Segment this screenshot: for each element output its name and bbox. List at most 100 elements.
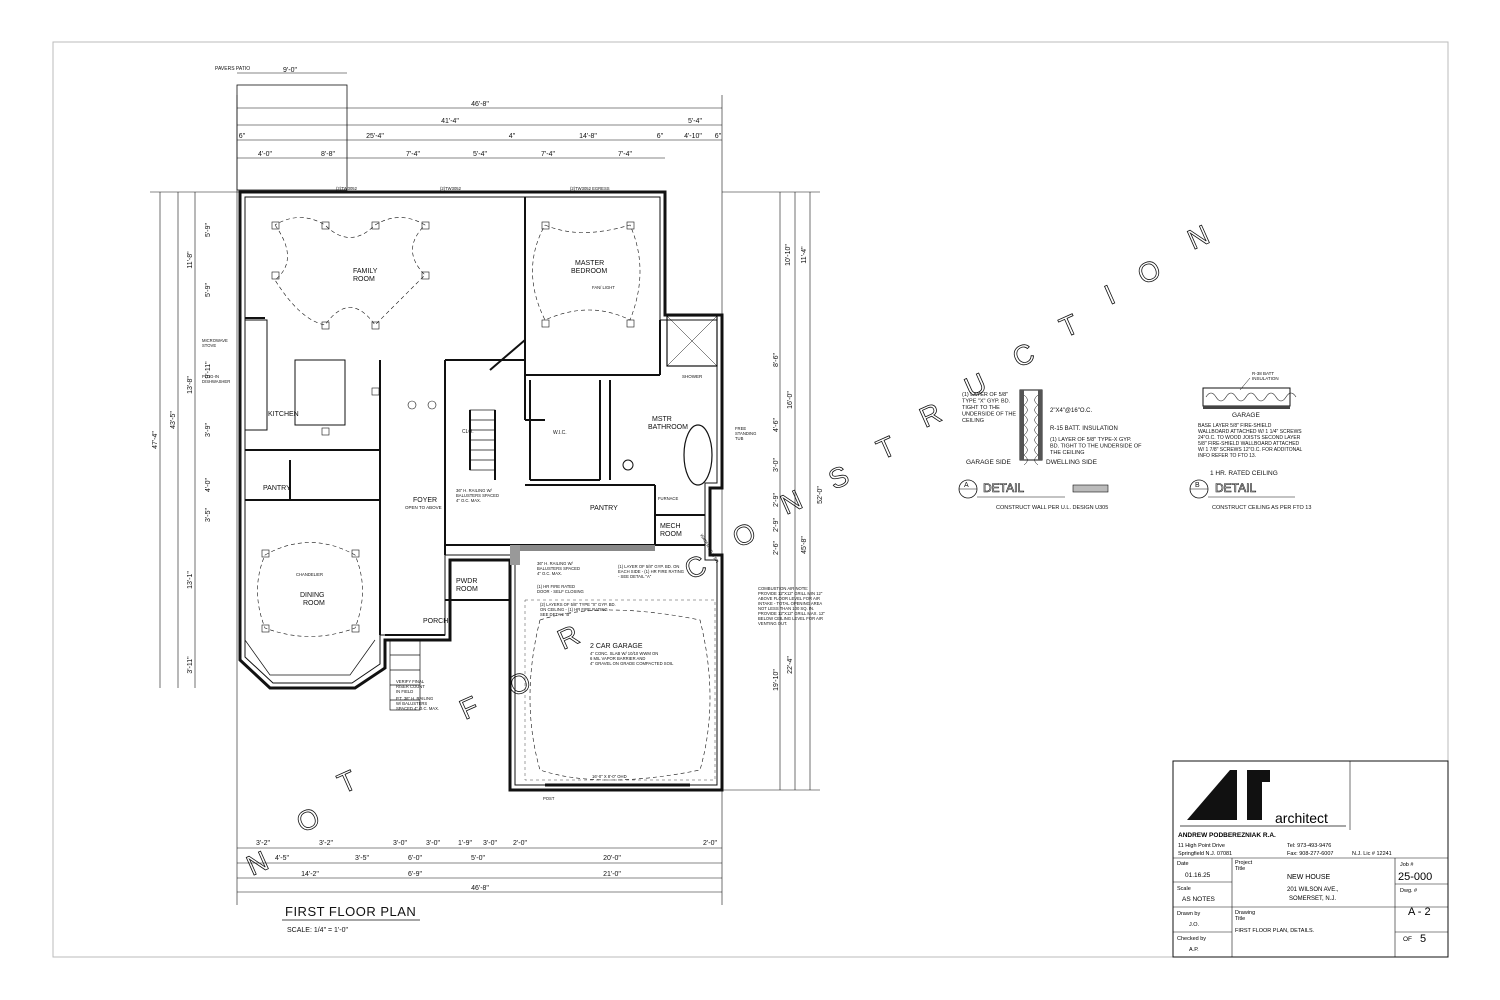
kitchen-island [294, 359, 346, 426]
svg-text:4'-5": 4'-5" [275, 855, 289, 862]
dims-top-row2: 6" 25'-4" 4" 14'-8" 6" 4'-10" 6" [239, 133, 722, 140]
plan-scale: SCALE: 1/4" = 1'-0" [287, 927, 348, 934]
room-pantry-mid: PANTRY [590, 505, 618, 512]
detail-b-garage: GARAGE [1232, 412, 1260, 419]
plan-labels: PAVERS PATIO 9'-0" 46'-8" 41'-4" 5'-4" 6… [152, 66, 825, 934]
garage-fire-wall [510, 545, 520, 565]
svg-text:1'-9": 1'-9" [458, 840, 472, 847]
kitchen-counter [244, 319, 268, 431]
project-addr2: SOMERSET, N.J. [1289, 896, 1336, 902]
svg-text:3'-2": 3'-2" [319, 840, 333, 847]
svg-text:3'-11": 3'-11" [187, 656, 194, 674]
watermark-o3: O [728, 516, 761, 553]
scale-value: AS NOTES [1182, 896, 1216, 903]
detail-a-notes-left: (1) LAYER OF 5/8"TYPE "X" GYP. BD.TIGHT … [962, 392, 1016, 424]
svg-text:11'-8": 11'-8" [187, 251, 194, 269]
watermark-r1: R [553, 619, 584, 656]
svg-text:4'-0": 4'-0" [258, 151, 272, 158]
watermark: N O T F O R C O N S T R U C T I O N [241, 219, 1214, 882]
architect-logo [1187, 770, 1270, 820]
note-chandelier: CHANDELIER [296, 572, 323, 577]
dims-top-row3: 4'-0" 8'-8" 7'-4" 5'-4" 7'-4" 7'-4" [258, 151, 632, 158]
watermark-o1: O [292, 801, 325, 838]
detail-b-rated: 1 HR. RATED CEILING [1210, 470, 1278, 477]
floor-plan [150, 72, 820, 905]
firm-tel: Tel: 973-493-9476 [1287, 843, 1331, 849]
room-wic: W.I.C. [553, 430, 567, 436]
free-standing-tub [683, 424, 713, 486]
dim-patio: 9'-0" [283, 67, 297, 74]
watermark-n: N [242, 845, 273, 882]
svg-text:3'-2": 3'-2" [256, 840, 270, 847]
stairs [389, 409, 496, 711]
detail-a-stud: 2"X4"@16"O.C. [1050, 408, 1092, 414]
of-label: OF [1403, 936, 1412, 943]
svg-text:10'-10": 10'-10" [785, 244, 792, 266]
note-garage-door: 16'-0" X 8'-0" OHD [592, 774, 627, 779]
title-block: architect ANDREW PODBEREZNIAK R.A. 11 Hi… [1172, 760, 1449, 958]
watermark-t1: T [333, 764, 361, 799]
detail-a-caption: CONSTRUCT WALL PER U.L. DESIGN U305 [996, 505, 1108, 511]
scale-label: Scale [1177, 886, 1191, 892]
watermark-c2: C [1008, 337, 1039, 374]
room-kitchen: KITCHEN [268, 411, 299, 418]
room-clo: CLO. [462, 429, 474, 435]
dim-right-upper: 5'-4" [688, 118, 702, 125]
svg-text:3'-0": 3'-0" [426, 840, 440, 847]
dim-overall-top: 46'-8" [471, 101, 489, 108]
watermark-i: I [1100, 279, 1120, 310]
watermark-c1: C [680, 549, 711, 586]
drawn-label: Drawn by [1177, 911, 1200, 917]
svg-text:8'-6": 8'-6" [773, 353, 780, 367]
svg-text:7'-4": 7'-4" [406, 151, 420, 158]
checked-value: A.P. [1189, 947, 1199, 953]
dining-bay [244, 639, 376, 676]
svg-text:22'-4": 22'-4" [787, 656, 794, 674]
room-garage: 2 CAR GARAGE [590, 643, 643, 650]
svg-text:6'-9": 6'-9" [408, 871, 422, 878]
dims-left: 43'-5" 47'-4" 11'-8" 13'-8" 13'-1" 3'-11… [152, 223, 212, 674]
svg-text:6": 6" [657, 133, 664, 140]
svg-text:4'-0": 4'-0" [205, 478, 212, 492]
svg-text:14'-2": 14'-2" [301, 871, 319, 878]
firm-fax: Fax: 908-277-6007 [1287, 851, 1333, 857]
dims-bottom-row1: 3'-2" 3'-2" 3'-0" 3'-0" 1'-9" 3'-0" 2'-0… [256, 840, 717, 847]
svg-text:13'-8": 13'-8" [187, 376, 194, 394]
drawing-value: FIRST FLOOR PLAN, DETAILS. [1235, 928, 1315, 934]
project-addr1: 201 WILSON AVE., [1287, 887, 1339, 893]
svg-text:4'-10": 4'-10" [684, 133, 702, 140]
dwg-label: Dwg. # [1400, 888, 1418, 894]
date-value: 01.16.25 [1185, 872, 1211, 879]
switch-wiring [257, 217, 711, 781]
svg-text:3'-0": 3'-0" [773, 458, 780, 472]
svg-text:2'-0": 2'-0" [513, 840, 527, 847]
note-window-b: (2)TW3052 [440, 186, 462, 191]
detail-a: (1) LAYER OF 5/8"TYPE "X" GYP. BD.TIGHT … [958, 389, 1142, 511]
svg-text:5'-9": 5'-9" [205, 223, 212, 237]
svg-text:3'-5": 3'-5" [205, 508, 212, 522]
watermark-s: S [824, 460, 854, 496]
svg-text:3'-5": 3'-5" [355, 855, 369, 862]
note-fan-light: FAN/ LIGHT [592, 285, 615, 290]
detail-b-letter: B [1195, 482, 1200, 489]
svg-text:6": 6" [239, 133, 246, 140]
detail-b-label: DETAIL [1215, 481, 1256, 495]
dims-bottom-row3: 14'-2" 6'-9" 21'-0" [301, 871, 621, 878]
detail-a-label: DETAIL [983, 481, 1024, 495]
job-label: Job # [1400, 862, 1414, 868]
patio [236, 84, 348, 191]
toilet [622, 459, 634, 471]
